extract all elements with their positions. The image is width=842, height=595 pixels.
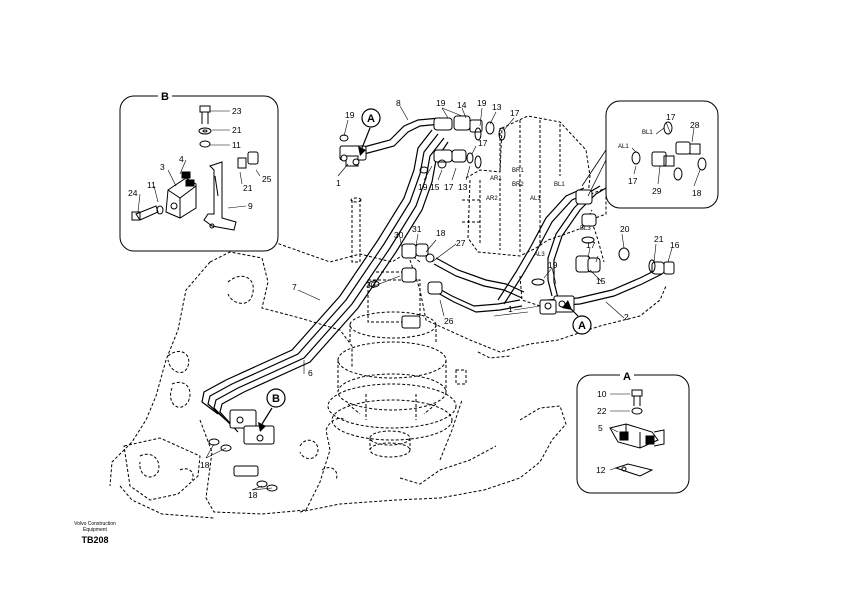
port-label-al3: AL3: [534, 252, 545, 258]
port-label: AL1: [618, 144, 629, 150]
part-label: 15: [430, 182, 440, 192]
port-label-bl1: BL1: [554, 182, 565, 188]
part-label: 23: [232, 106, 242, 116]
detail-b-panel: B: [119, 90, 279, 252]
part-label: 19: [418, 182, 428, 192]
part-label: 18: [248, 490, 258, 500]
part-label: 21: [232, 125, 242, 135]
port-label-br1: BR1: [512, 168, 524, 174]
brand-line-2: Equipment: [83, 527, 107, 533]
part-label: 14: [457, 100, 467, 110]
port-label-ar2: AR2: [486, 196, 498, 202]
callout-a-bottom: A: [562, 300, 592, 335]
part-label: 19: [477, 98, 487, 108]
port-label-al1: AL1: [530, 196, 541, 202]
part-label: 18: [692, 188, 702, 198]
part-label: 17: [628, 176, 638, 186]
part-label: 29: [652, 186, 662, 196]
main-part-labels: 8 19 14 19 13 17 19 1 17 19 15 17 13 20 …: [200, 98, 680, 500]
drawing-code: TB208: [81, 535, 109, 545]
callout-a-top: A: [358, 108, 381, 156]
callout-label: B: [272, 393, 280, 405]
callout-label: A: [578, 320, 586, 332]
control-valve-block: [462, 115, 607, 307]
port-label-bl3: BL3: [580, 226, 591, 232]
port-label: BL1: [642, 130, 653, 136]
part-label: 10: [597, 389, 607, 399]
part-label: 15: [596, 276, 606, 286]
part-label: 31: [412, 224, 422, 234]
part-label: 5: [598, 423, 603, 433]
brand-line-1: Volvo Construction: [74, 521, 116, 527]
part-label: 7: [292, 282, 297, 292]
part-label: 11: [232, 140, 241, 150]
leader-lines: [205, 105, 673, 491]
part-label: 1: [508, 304, 513, 314]
part-label: 19: [436, 98, 446, 108]
detail-b-title: B: [161, 91, 169, 103]
part-label: 21: [654, 234, 664, 244]
part-label: 13: [458, 182, 468, 192]
part-label: 17: [666, 112, 676, 122]
detail-port-panel: 17 28 BL1 AL1 17 29 18: [581, 100, 719, 209]
part-label: 2: [624, 312, 629, 322]
part-label: 17: [586, 240, 596, 250]
part-label: 27: [456, 238, 466, 248]
part-label: 26: [444, 316, 454, 326]
part-label: 12: [596, 465, 606, 475]
machine-frame-outline: [109, 231, 667, 519]
part-label: 18: [436, 228, 446, 238]
hose-lines: [201, 117, 663, 433]
detail-a-title: A: [623, 371, 631, 383]
part-label: 20: [620, 224, 630, 234]
center-swing-unit: [327, 197, 467, 458]
part-label: 19: [345, 110, 355, 120]
footer-brand-block: Volvo Construction Equipment TB208: [58, 521, 132, 545]
valve-port-labels: AR1 AR2 BR1 BR2 BL1 AL1 AL3 BL3: [486, 168, 591, 258]
part-label: 17: [510, 108, 520, 118]
part-label: 9: [248, 201, 253, 211]
part-label: 1: [336, 178, 341, 188]
part-label: 13: [492, 102, 502, 112]
part-label: 17: [478, 138, 488, 148]
part-label: 4: [179, 154, 184, 164]
part-label: 22: [597, 406, 607, 416]
part-label: 30: [366, 280, 376, 290]
part-label: 11: [147, 180, 156, 190]
callout-b: B: [258, 388, 286, 432]
detail-a-panel: A 10 22 5 12: [576, 370, 690, 494]
part-label: 24: [128, 188, 138, 198]
part-label: 18: [200, 460, 210, 470]
part-label: 16: [670, 240, 680, 250]
part-label: 19: [548, 260, 558, 270]
part-label: 28: [690, 120, 700, 130]
port-label-ar1: AR1: [490, 176, 502, 182]
part-label: 17: [444, 182, 454, 192]
part-label: 21: [243, 183, 253, 193]
port-label-br2: BR2: [512, 182, 524, 188]
part-label: 6: [308, 368, 313, 378]
callout-label: A: [367, 113, 375, 125]
part-label: 25: [262, 174, 272, 184]
fittings: [229, 115, 675, 477]
o-rings: [208, 127, 656, 492]
part-label: 3: [160, 162, 165, 172]
part-label: 30: [394, 230, 404, 240]
part-label: 8: [396, 98, 401, 108]
